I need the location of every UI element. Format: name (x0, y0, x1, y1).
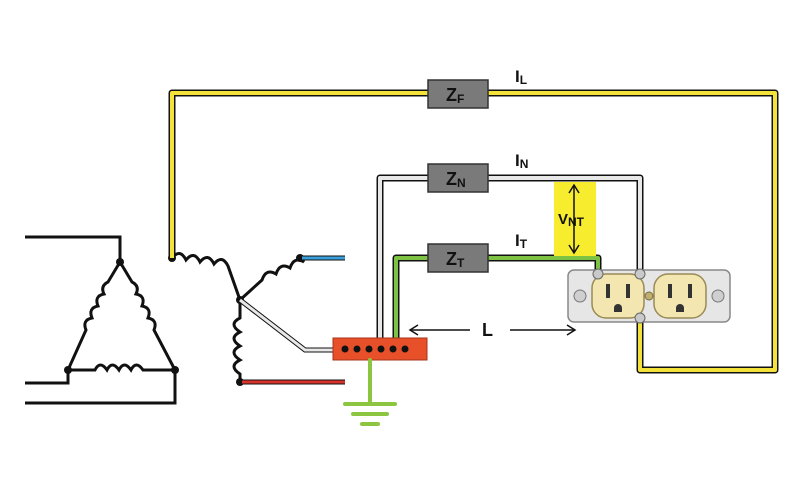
zf-sub: F (457, 92, 464, 106)
impedance-zt: ZT (427, 243, 489, 273)
voltage-vnt-indicator: VNT (554, 182, 596, 256)
wye-transformer (170, 252, 306, 382)
line-conductor (168, 89, 779, 374)
zn-main: Z (446, 169, 457, 189)
delta-transformer (25, 235, 177, 405)
current-il: IL (515, 67, 527, 87)
duplex-receptacle (567, 268, 731, 324)
vnt-sub: NT (568, 215, 585, 229)
neutral-ground-bus-bar (332, 337, 428, 361)
current-in: IN (515, 151, 528, 171)
vnt-main: V (558, 211, 568, 228)
zf-main: Z (446, 85, 457, 105)
impedance-zf: ZF (427, 79, 489, 109)
svg-text:ZN: ZN (446, 169, 466, 190)
impedance-zn: ZN (427, 163, 489, 193)
zt-sub: T (457, 256, 465, 270)
earth-ground-symbol (343, 358, 397, 426)
wye-neutral-lead (238, 298, 345, 353)
zt-main: Z (446, 249, 457, 269)
zn-sub: N (457, 176, 466, 190)
distance-l-indicator: L (408, 320, 577, 340)
current-it: IT (515, 231, 528, 251)
svg-text:ZT: ZT (446, 249, 465, 270)
svg-text:ZF: ZF (446, 85, 464, 106)
delta-nodes (64, 258, 179, 374)
distance-l-label: L (482, 320, 493, 340)
svg-text:VNT: VNT (558, 211, 585, 229)
